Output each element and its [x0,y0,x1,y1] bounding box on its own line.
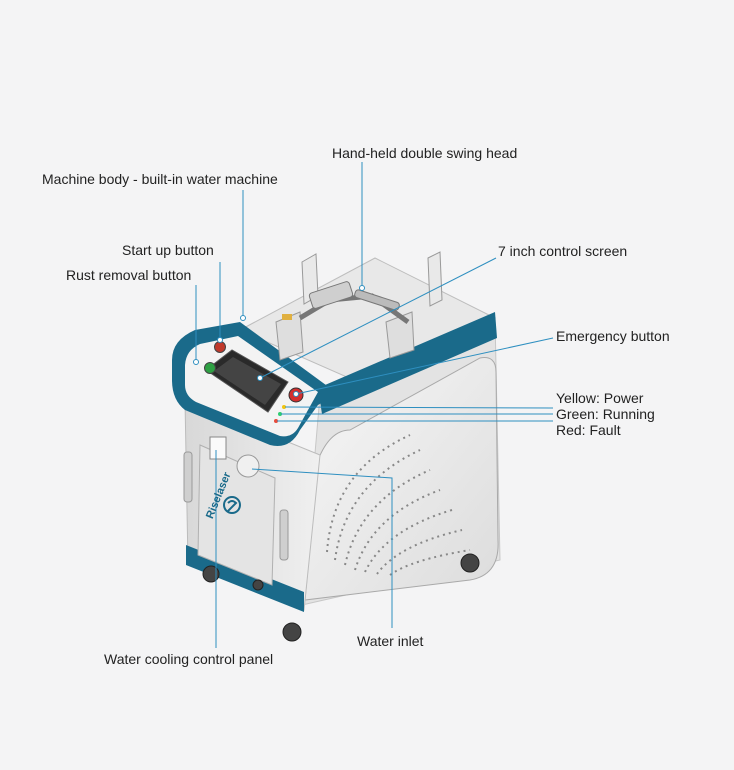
machine-side-panel [304,357,499,601]
machine-side-trim [318,312,497,414]
start-button-icon [214,341,226,353]
vent-pattern [326,434,471,576]
water-inlet-cap-icon [236,454,260,478]
leader-yellow [284,406,554,409]
leader-control-screen [259,257,497,379]
label-green-running: Green: Running [556,406,655,422]
caster-wheels [202,553,480,642]
leader-lines [195,162,554,648]
label-red-fault: Red: Fault [556,422,621,438]
water-panel-window [209,436,227,460]
rust-removal-button-icon [204,362,216,374]
label-machine-body: Machine body - built-in water machine [42,171,278,187]
label-start-button: Start up button [122,242,214,258]
handle-left [183,451,193,503]
leader-endpoints [193,285,365,397]
label-water-cooling-panel: Water cooling control panel [104,651,274,667]
yellow-light-icon [282,405,286,409]
label-rust-removal-button: Rust removal button [66,267,192,283]
brand-logo [223,496,241,514]
red-light-icon [274,419,278,423]
label-water-inlet: Water inlet [357,633,424,649]
leader-emergency [295,337,554,395]
label-control-screen: 7 inch control screen [498,243,628,259]
control-screen-glass [214,357,281,405]
green-light-icon [278,412,282,416]
leader-water-inlet [251,468,393,628]
handle-right [279,509,289,561]
label-yellow-power: Yellow: Power [556,390,644,406]
swing-head [275,251,443,361]
label-swing-head: Hand-held double swing head [332,145,518,161]
label-emergency-button: Emergency button [556,328,670,344]
